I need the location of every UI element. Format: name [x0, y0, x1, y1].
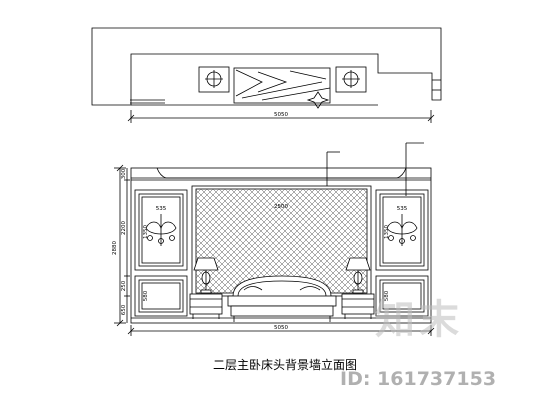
- plan-view: [91, 27, 442, 123]
- table-lamp-left: [193, 257, 219, 294]
- left-vert-low-text: 650: [121, 304, 127, 315]
- elevation-wall-outline: [130, 167, 432, 324]
- panel-h-left-text: 1350: [143, 225, 149, 239]
- elevation-dimensions: [114, 164, 435, 336]
- leader-lines: [326, 142, 424, 196]
- left-upper-panel: [134, 189, 188, 271]
- left-vert-bot-text: 250: [121, 280, 127, 291]
- panel-w-right-text: 535: [397, 206, 408, 212]
- table-lamp-right: [345, 257, 371, 294]
- lower-h-left-text: 580: [143, 290, 149, 301]
- panel-h-right-text: 1350: [384, 225, 390, 239]
- plan-nightstand-left: [198, 66, 230, 93]
- left-vert-mid-text: 2200: [121, 221, 127, 235]
- plan-nightstand-right: [335, 66, 367, 93]
- crown-molding: [156, 167, 407, 179]
- right-lower-panel: [375, 275, 429, 317]
- panel-w-left-text: 535: [156, 206, 167, 212]
- elev-dim-center-text: 2500: [274, 204, 288, 210]
- elev-dim-bottom-text: 5050: [274, 325, 288, 331]
- left-lower-panel: [134, 275, 188, 317]
- plan-dim-text: 5050: [274, 112, 288, 118]
- right-upper-panel: [375, 189, 429, 271]
- lower-h-right-text: 580: [384, 290, 390, 301]
- plan-bed: [233, 67, 331, 104]
- watermark-id: ID: 161737153: [340, 368, 497, 390]
- watermark-logo: 知末: [375, 297, 463, 343]
- left-vert-top-text: 300: [121, 168, 127, 179]
- drawing-caption: 二层主卧床头背景墙立面图: [212, 358, 357, 372]
- bed-elevation: [227, 275, 337, 322]
- nightstand-left-elevation: [189, 293, 223, 319]
- height-total-text: 2880: [112, 241, 118, 255]
- nightstand-right-elevation: [341, 293, 375, 319]
